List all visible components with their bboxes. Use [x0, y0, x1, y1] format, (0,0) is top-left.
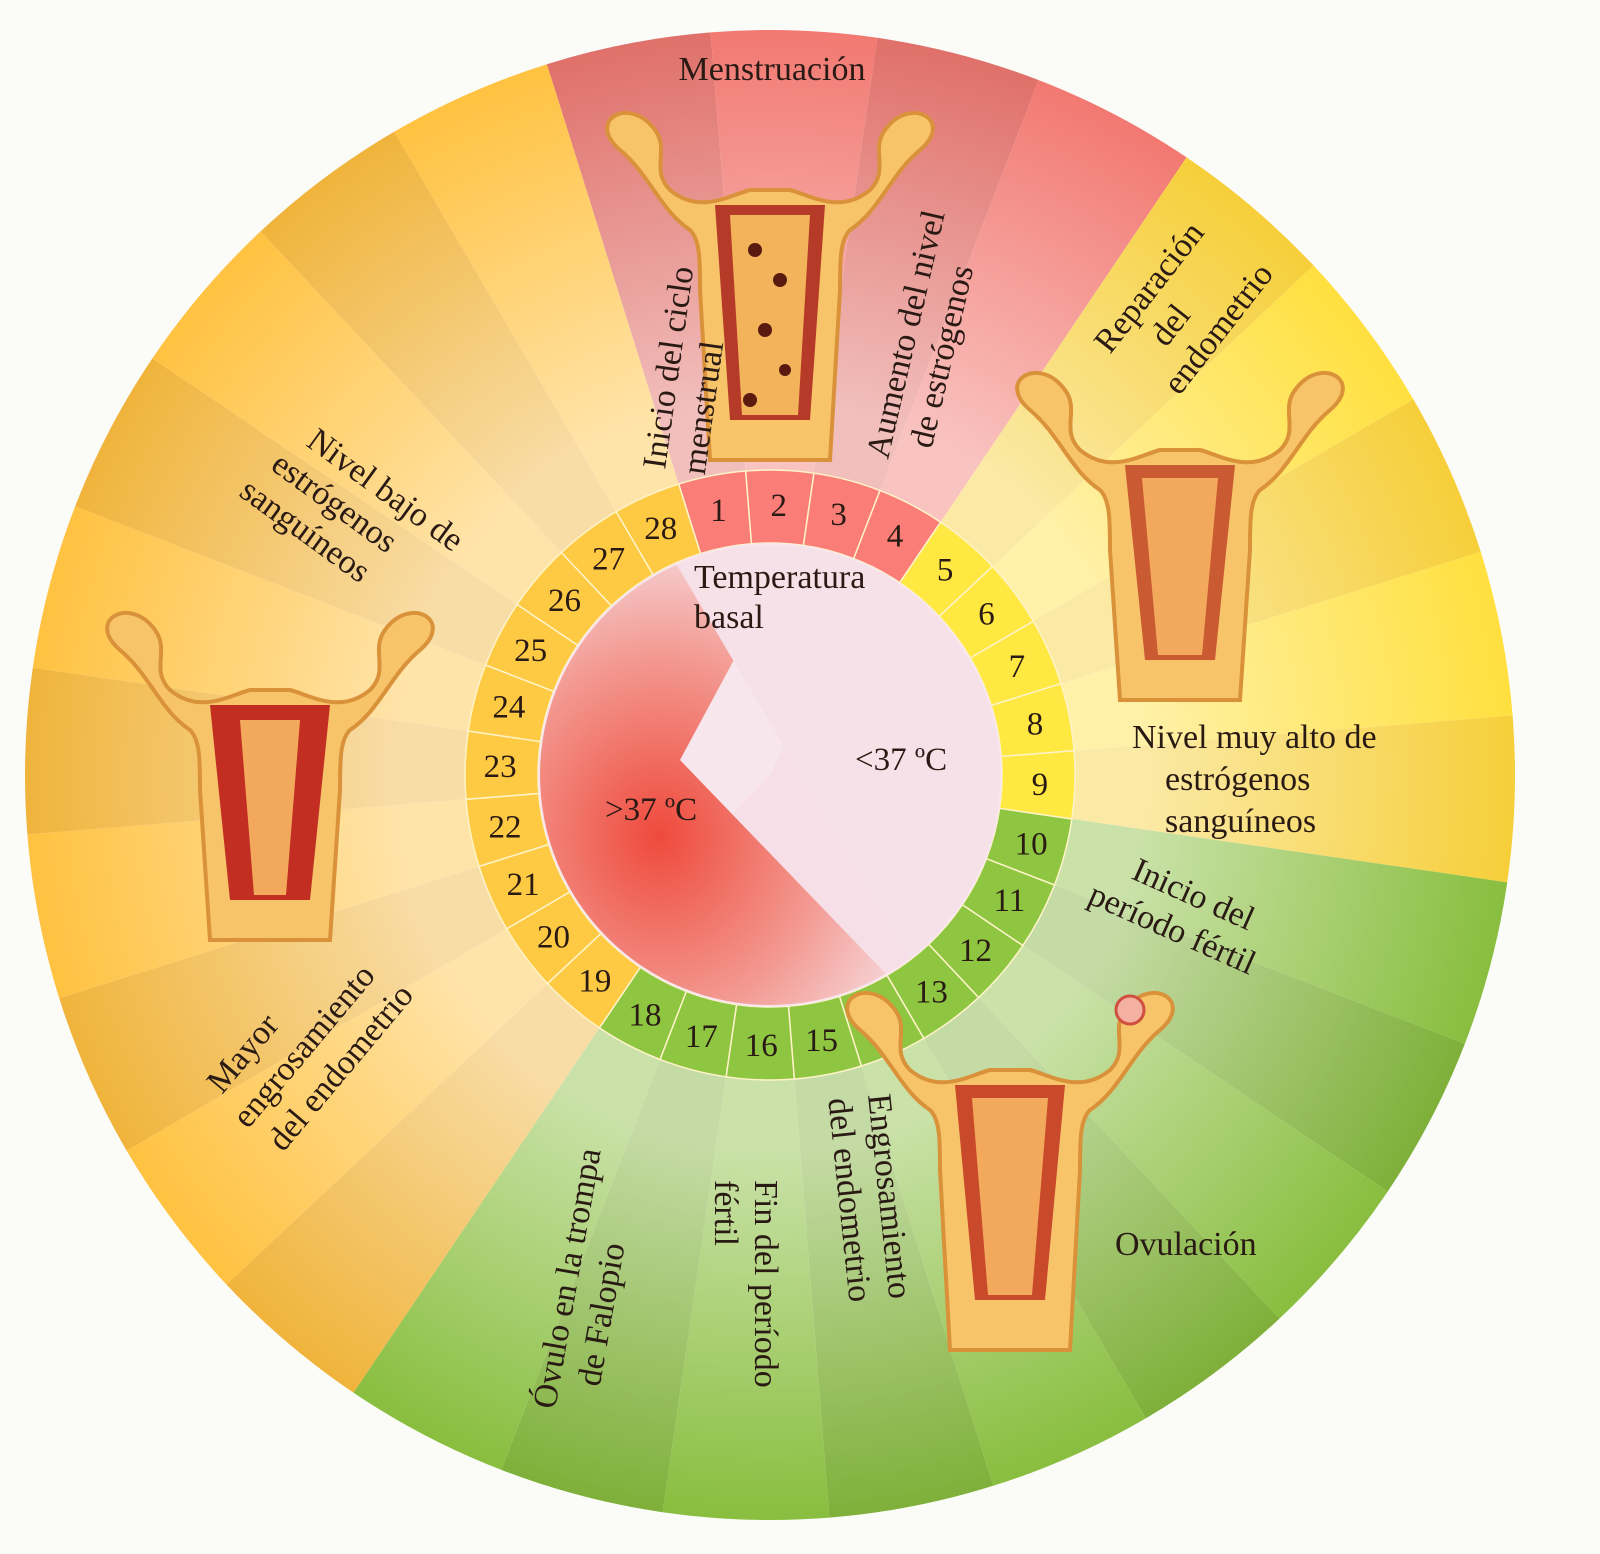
svg-text:Fin del período: Fin del período — [747, 1180, 784, 1388]
day-number-26: 26 — [548, 583, 581, 619]
low-temp-label: <37 ºC — [855, 742, 947, 778]
svg-text:Nivel muy alto de: Nivel muy alto de — [1132, 719, 1377, 756]
uterus-ovulation-illustration — [845, 990, 1175, 1352]
day-number-8: 8 — [1027, 706, 1044, 742]
day-number-3: 3 — [830, 497, 847, 533]
uterus-thick-endometrium-illustration — [105, 610, 435, 942]
day-number-17: 17 — [685, 1019, 718, 1055]
day-number-5: 5 — [937, 552, 954, 588]
label-ovulacion: Ovulación — [1115, 1226, 1257, 1263]
day-number-13: 13 — [915, 974, 948, 1010]
day-ring: 1234567891011121314151617181920212223242… — [464, 469, 1076, 1081]
center-title-line1: Temperatura — [694, 559, 865, 596]
day-number-23: 23 — [484, 749, 517, 785]
day-number-4: 4 — [887, 519, 904, 555]
day-number-22: 22 — [488, 810, 521, 846]
day-number-16: 16 — [745, 1028, 778, 1064]
day-number-28: 28 — [644, 511, 677, 547]
day-number-2: 2 — [771, 488, 788, 524]
uterus-repair-illustration — [1015, 370, 1345, 702]
day-number-19: 19 — [578, 964, 611, 1000]
day-number-1: 1 — [710, 493, 727, 529]
day-number-10: 10 — [1015, 827, 1048, 863]
center-low-area — [662, 545, 1000, 1005]
svg-text:fértil: fértil — [707, 1180, 744, 1246]
menstruation-title: Menstruación — [679, 51, 866, 88]
day-number-21: 21 — [507, 867, 540, 903]
day-number-7: 7 — [1009, 649, 1026, 685]
high-temp-label: >37 ºC — [605, 792, 697, 828]
basal-temperature-disc: Temperatura basal >37 ºC <37 ºC — [538, 543, 1002, 1007]
day-number-12: 12 — [959, 933, 992, 969]
day-number-6: 6 — [978, 597, 995, 633]
center-title-line2: basal — [694, 599, 764, 636]
day-number-15: 15 — [805, 1023, 838, 1059]
day-number-9: 9 — [1032, 767, 1049, 803]
day-number-18: 18 — [629, 997, 662, 1033]
uterus-menstruation-illustration — [605, 110, 935, 462]
day-number-25: 25 — [514, 633, 547, 669]
svg-text:estrógenos: estrógenos — [1165, 761, 1310, 798]
day-number-24: 24 — [492, 689, 525, 725]
label-nivel-muy-alto: Nivel muy alto de estrógenos sanguíneos — [1132, 719, 1377, 840]
day-number-11: 11 — [993, 883, 1025, 919]
day-number-20: 20 — [537, 919, 570, 955]
day-number-27: 27 — [592, 542, 625, 578]
svg-text:sanguíneos: sanguíneos — [1165, 803, 1316, 840]
center-high-half — [540, 545, 940, 1005]
label-fin-fertil: Fin del período fértil — [707, 1180, 784, 1388]
